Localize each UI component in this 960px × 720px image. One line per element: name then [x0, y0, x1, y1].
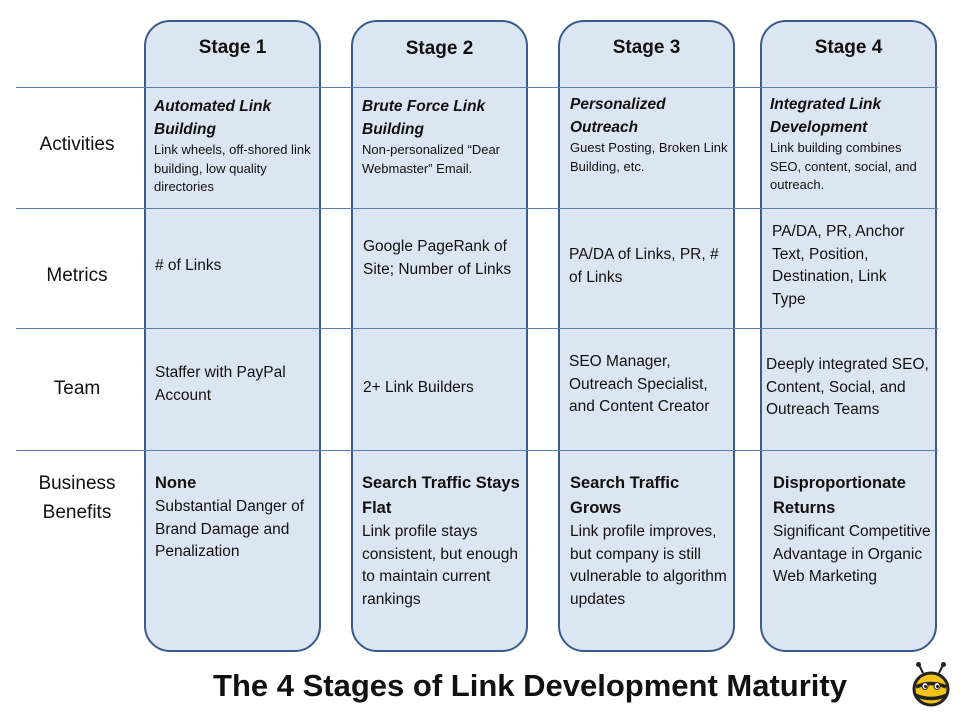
stage-3-title: Stage 3 [612, 37, 681, 58]
stage-1-title: Stage 1 [198, 37, 267, 58]
stage-1-team: Staffer with PayPal Account [155, 364, 286, 404]
row-divider [16, 450, 938, 451]
activity-title: Personalized Outreach [570, 96, 666, 136]
stage-4-column [760, 20, 937, 652]
stage-3-column [558, 20, 735, 652]
bee-icon [912, 662, 950, 707]
stage-4-activity: Integrated Link Development Link buildin… [770, 93, 930, 195]
row-divider [16, 208, 938, 209]
stage-3-metrics: PA/DA of Links, PR, # of Links [569, 246, 719, 286]
stage-3-activity: Personalized Outreach Guest Posting, Bro… [570, 93, 730, 176]
activity-title: Brute Force Link Building [362, 98, 486, 138]
diagram-title: The 4 Stages of Link Development Maturit… [213, 668, 847, 703]
activity-description: Non-personalized “Dear Webmaster” Email. [362, 142, 501, 176]
stage-4-metrics: PA/DA, PR, Anchor Text, Position, Destin… [772, 223, 905, 308]
stage-2-team: 2+ Link Builders [363, 379, 474, 396]
stage-4-benefits: Disproportionate Returns Significant Com… [773, 471, 937, 589]
stage-2-metrics: Google PageRank of Site; Number of Links [363, 238, 512, 278]
stage-2-title: Stage 2 [405, 38, 474, 59]
benefit-title: Search Traffic Stays Flat [362, 474, 520, 517]
activity-title: Automated Link Building [154, 98, 272, 138]
benefit-title: Disproportionate Returns [773, 474, 906, 517]
stage-1-metrics: # of Links [155, 257, 222, 274]
stage-2-activity: Brute Force Link Building Non-personaliz… [362, 95, 522, 178]
benefit-description: Link profile improves, but company is st… [570, 523, 727, 608]
benefit-description: Link profile stays consistent, but enoug… [362, 523, 518, 608]
row-divider [16, 87, 938, 88]
stage-4-team: Deeply integrated SEO, Content, Social, … [766, 356, 929, 418]
stage-1-column [144, 20, 321, 652]
row-label-activities: Activities [39, 134, 115, 155]
stage-2-benefits: Search Traffic Stays Flat Link profile s… [362, 471, 522, 611]
stage-3-benefits: Search Traffic Grows Link profile improv… [570, 471, 734, 611]
activity-title: Integrated Link Development [770, 96, 882, 136]
stage-2-column [351, 20, 528, 652]
benefit-title: None [155, 474, 197, 492]
row-label-team: Team [53, 378, 101, 399]
row-divider [16, 328, 938, 329]
benefit-description: Significant Competitive Advantage in Org… [773, 523, 931, 585]
activity-description: Link wheels, off-shored link building, l… [154, 142, 311, 194]
stage-1-activity: Automated Link Building Link wheels, off… [154, 95, 316, 197]
activity-description: Link building combines SEO, content, soc… [770, 140, 917, 192]
stage-3-team: SEO Manager, Outreach Specialist, and Co… [569, 353, 710, 415]
stage-4-title: Stage 4 [814, 37, 883, 58]
stage-1-benefits: None Substantial Danger of Brand Damage … [155, 471, 315, 564]
activity-description: Guest Posting, Broken Link Building, etc… [570, 140, 728, 174]
benefit-description: Substantial Danger of Brand Damage and P… [155, 498, 305, 560]
row-label-metrics: Metrics [46, 265, 108, 286]
benefit-title: Search Traffic Grows [570, 474, 680, 517]
row-label-business-benefits: Business Benefits [38, 473, 116, 523]
